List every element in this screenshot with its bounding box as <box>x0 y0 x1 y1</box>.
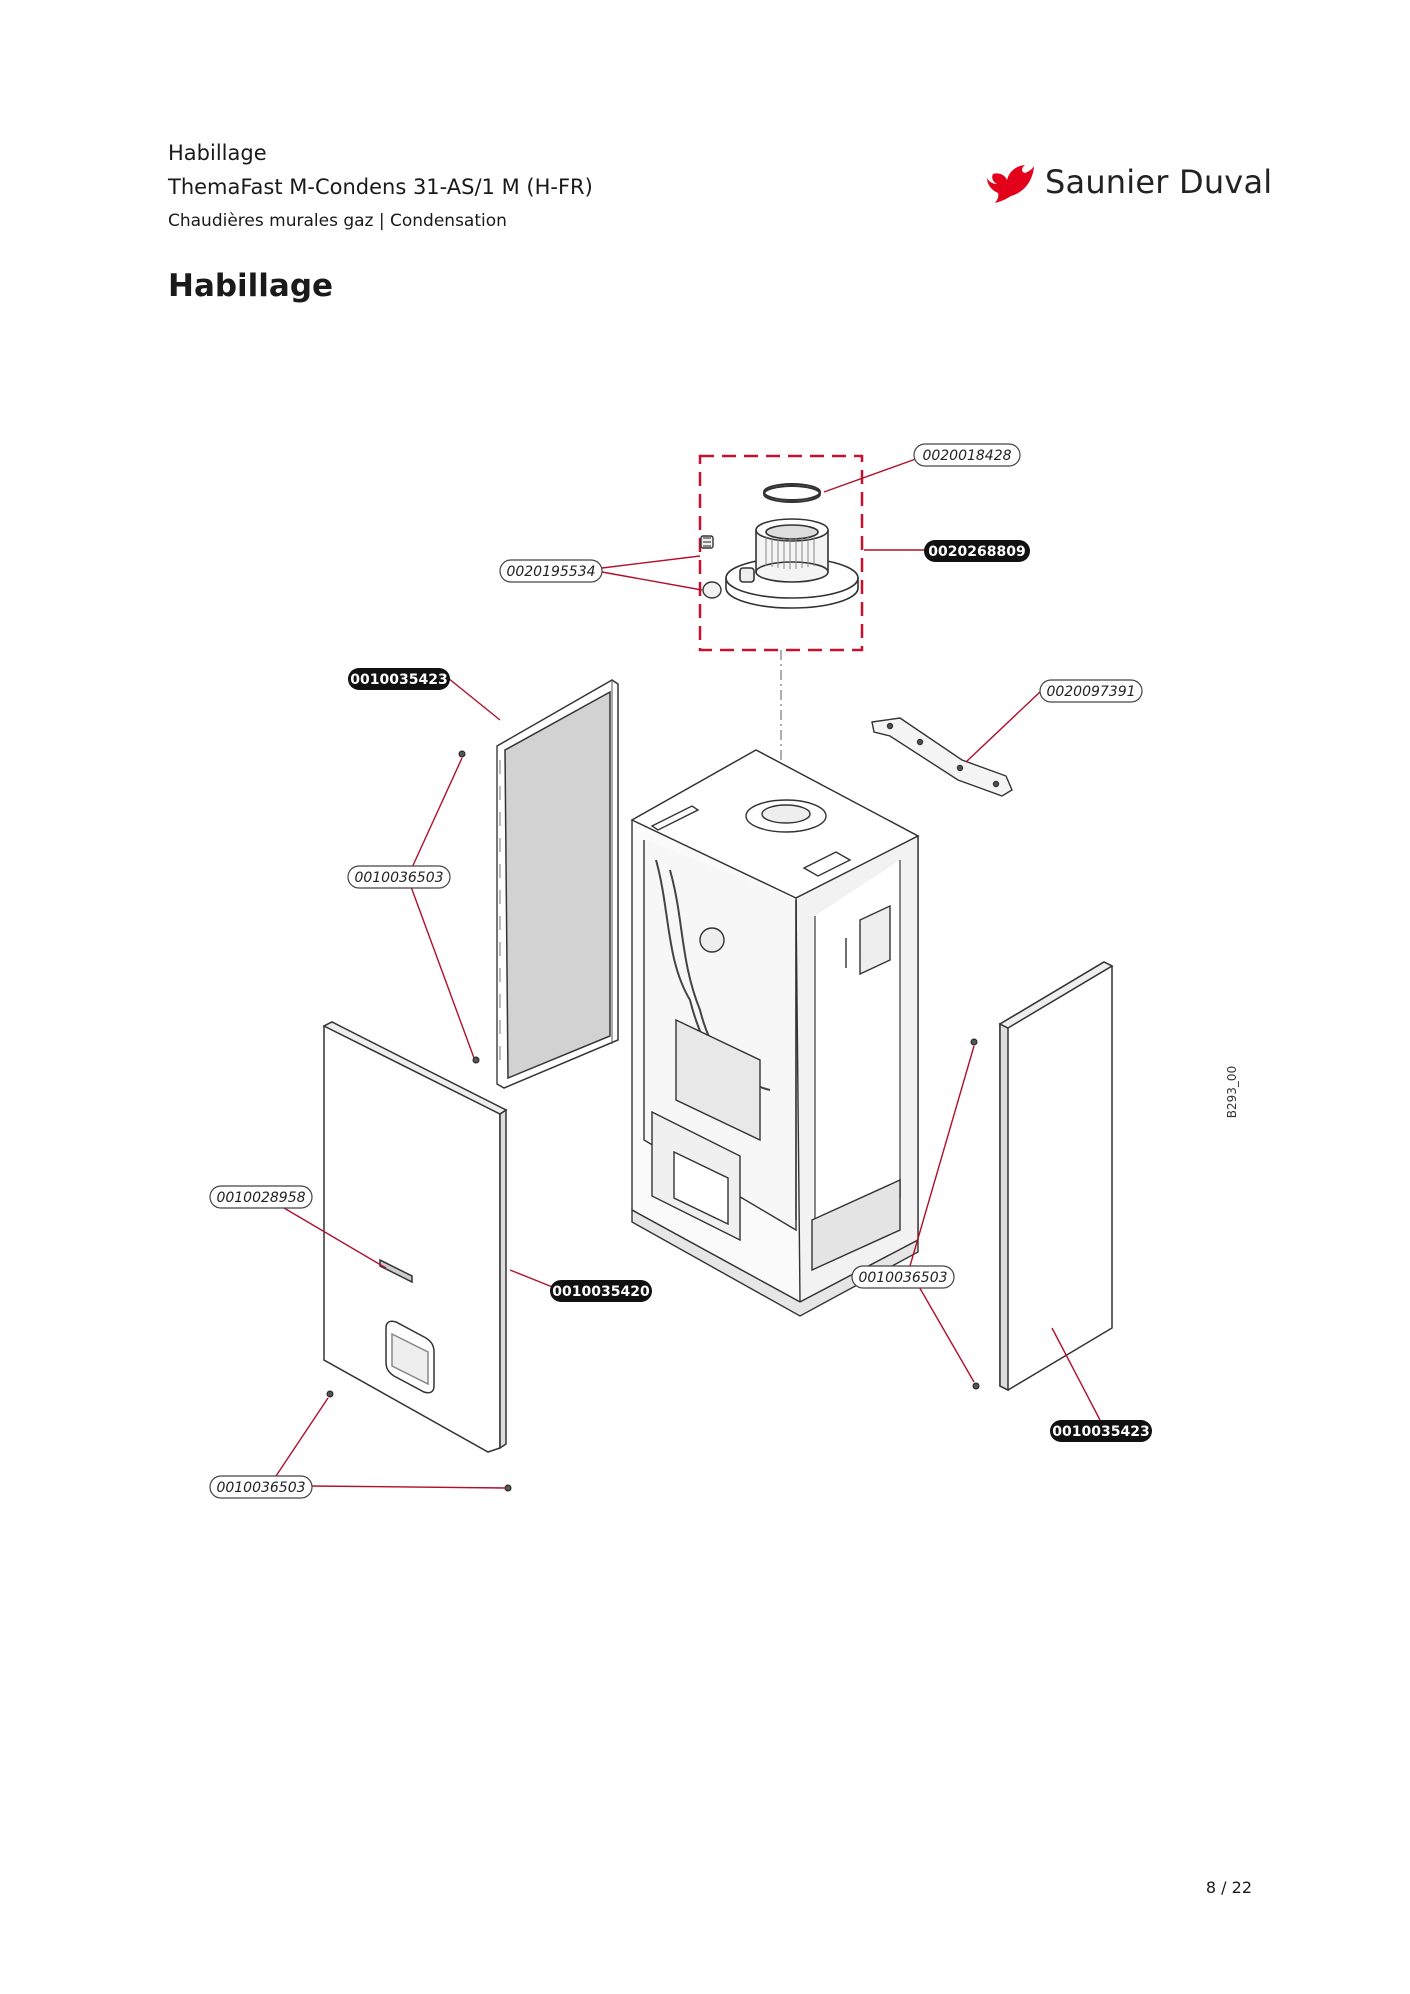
page-title: Habillage <box>168 268 334 304</box>
side-panel-left-part <box>496 679 619 1089</box>
label-screw-front-panel: 0010036503 <box>209 1475 313 1499</box>
diagram-reference: B293_00 <box>1225 1066 1239 1118</box>
side-panel-right-part <box>998 961 1114 1392</box>
screws <box>326 750 980 1492</box>
page-number: 8 / 22 <box>1205 1878 1252 1897</box>
document-header: Habillage ThemaFast M-Condens 31-AS/1 M … <box>168 136 593 238</box>
boiler-body <box>630 749 920 1317</box>
svg-text:0020268809: 0020268809 <box>928 544 1025 560</box>
label-top-ring: 0020018428 <box>913 443 1021 467</box>
exploded-parts-diagram: 0020018428 0020268809 0020195534 0010035… <box>209 443 1239 1499</box>
bracket-part <box>871 717 1013 797</box>
header-category: Chaudières murales gaz | Condensation <box>168 211 507 231</box>
svg-text:0020018428: 0020018428 <box>922 448 1011 464</box>
svg-text:0010035420: 0010035420 <box>552 1284 650 1300</box>
part-labels: 0020018428 0020268809 0020195534 0010035… <box>209 443 1152 1499</box>
svg-text:0020195534: 0020195534 <box>506 564 595 580</box>
brand-logo: Saunier Duval <box>985 160 1272 204</box>
front-panel-part <box>322 1021 508 1453</box>
header-section: Habillage <box>168 141 267 165</box>
header-model: ThemaFast M-Condens 31-AS/1 M (H-FR) <box>168 175 593 199</box>
label-side-panel-left: 0010035423 <box>348 668 450 690</box>
top-ring-part <box>763 483 821 503</box>
label-badge: 0010028958 <box>209 1185 313 1209</box>
label-bracket: 0020097391 <box>1039 679 1143 703</box>
svg-text:0010035423: 0010035423 <box>1052 1424 1149 1440</box>
svg-text:0010036503: 0010036503 <box>216 1480 305 1496</box>
svg-text:0010028958: 0010028958 <box>216 1190 305 1206</box>
label-front-panel: 0010035420 <box>550 1280 652 1302</box>
brand-name: Saunier Duval <box>1045 163 1273 201</box>
label-caps: 0020195534 <box>499 559 603 583</box>
svg-text:0010036503: 0010036503 <box>354 870 443 886</box>
label-flue-adapter: 0020268809 <box>924 540 1030 562</box>
label-screw-right-panel: 0010036503 <box>851 1265 955 1289</box>
label-side-panel-right: 0010035423 <box>1050 1420 1152 1442</box>
svg-text:0010035423: 0010035423 <box>350 672 447 688</box>
leader-lines <box>271 455 1101 1489</box>
svg-text:0020097391: 0020097391 <box>1046 684 1135 700</box>
caps-part <box>700 535 722 599</box>
svg-text:0010036503: 0010036503 <box>858 1270 947 1286</box>
bird-logo-icon <box>987 165 1034 203</box>
label-screw-left-panel: 0010036503 <box>347 865 451 889</box>
flue-adapter-part <box>725 518 859 609</box>
